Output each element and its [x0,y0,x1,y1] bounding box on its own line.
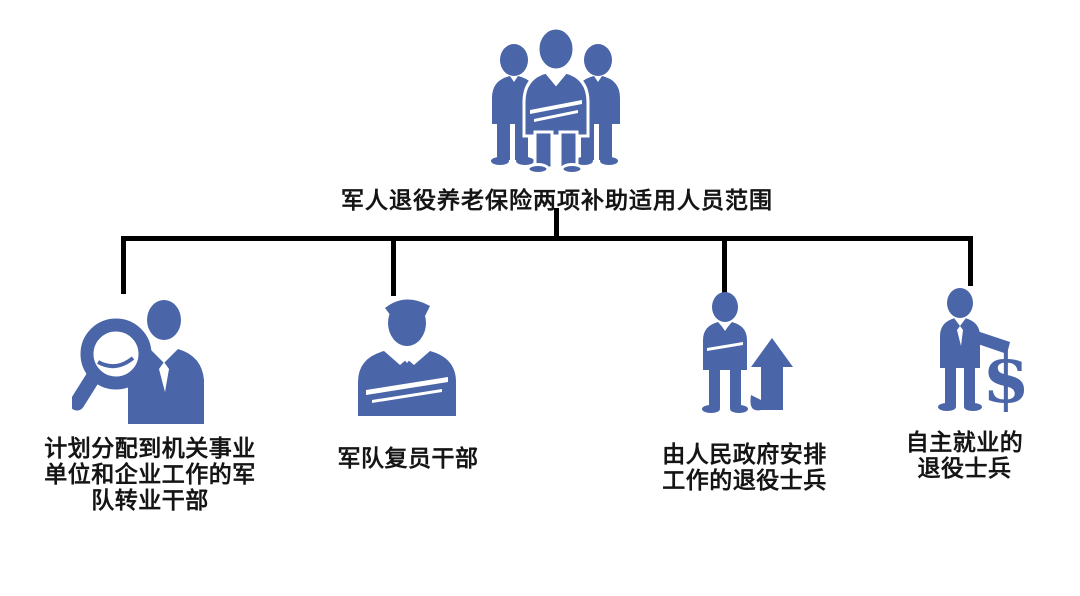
diagram-title: 军人退役养老保险两项补助适用人员范围 [341,188,773,214]
businessman-crossed-arms-icon [350,298,465,416]
business-team-svg [491,26,620,174]
business-team-icon [478,22,634,174]
connector-horizontal [121,236,973,241]
connector-drop-3 [722,238,727,294]
person-up-arrow-icon [685,292,800,422]
up-arrow-shape [751,338,793,410]
branch-label-government-arranged-veterans: 由人民政府安排 工作的退役士兵 [662,442,827,494]
dollar-glyph: $ [982,339,1029,413]
branch-label-demobilized-cadres: 军队复员干部 [337,446,479,472]
businessman-svg [358,299,456,416]
person-dollar-svg: $ [938,288,1030,413]
connector-drop-4 [968,238,973,286]
person-up-arrow-svg [702,292,793,413]
connector-drop-1 [121,238,126,294]
connector-stem [554,208,559,238]
search-person-icon [72,296,207,424]
branch-label-transfer-cadres: 计划分配到机关事业 单位和企业工作的军 队转业干部 [44,436,256,514]
connector-drop-2 [391,238,396,296]
person-dollar-icon: $ [918,288,1033,413]
branch-label-self-employed-veterans: 自主就业的 退役士兵 [905,430,1024,482]
search-person-svg [72,300,204,424]
